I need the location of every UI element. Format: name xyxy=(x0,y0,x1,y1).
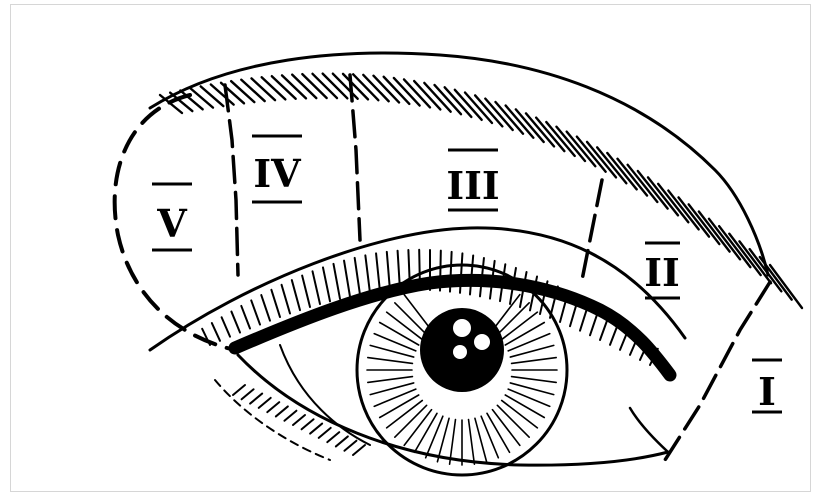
lower-eyelash xyxy=(302,419,314,429)
brow-hair xyxy=(282,75,306,98)
iris-fiber xyxy=(380,323,419,346)
lower-eyelash xyxy=(293,415,305,425)
eyelash xyxy=(212,323,220,341)
svg-text:I: I xyxy=(758,369,776,414)
eyelash xyxy=(282,285,290,314)
iris-fiber xyxy=(368,358,413,364)
tear-duct xyxy=(630,408,668,452)
brow-hair xyxy=(567,132,596,167)
brow-hair xyxy=(496,102,524,134)
brow-hair xyxy=(252,78,276,100)
eyelash xyxy=(419,250,420,290)
iris-fiber xyxy=(512,358,557,364)
lower-eyelash xyxy=(267,402,279,412)
brow-hair xyxy=(292,75,316,98)
eyelash xyxy=(231,312,240,333)
brow-hair xyxy=(231,81,254,102)
brow-hair xyxy=(536,118,564,151)
svg-text:V: V xyxy=(156,201,188,246)
brow-hair xyxy=(506,106,534,138)
lower-eyelash xyxy=(353,445,365,455)
brow-hair xyxy=(201,86,224,106)
brow-hair xyxy=(262,77,286,99)
eyelash xyxy=(302,276,310,307)
divider-ii-i xyxy=(665,282,770,460)
lower-eyelash xyxy=(319,428,331,438)
iris-fiber xyxy=(469,420,475,465)
iris-fiber xyxy=(450,420,456,465)
highlight-1 xyxy=(453,319,471,337)
brow-hair xyxy=(211,85,234,105)
brow-hair xyxy=(302,74,326,98)
eyelash xyxy=(222,317,230,336)
eyelash xyxy=(344,261,350,297)
lower-eyelash xyxy=(310,424,322,434)
brow-hair xyxy=(557,127,586,161)
zone-label-ii: II xyxy=(644,243,680,298)
lower-eyelash xyxy=(327,432,339,442)
zone-label-i: I xyxy=(752,360,782,414)
lower-eyelash xyxy=(336,436,348,446)
brow-hair xyxy=(709,219,740,259)
eyelash xyxy=(241,306,250,329)
eyelash xyxy=(292,280,300,310)
eyelash xyxy=(440,251,441,291)
iris-fiber xyxy=(505,323,544,346)
eyelash xyxy=(365,255,370,293)
lower-eyelash xyxy=(284,411,296,421)
eyelash xyxy=(251,300,260,324)
iris-fiber xyxy=(487,413,510,452)
eyelash xyxy=(271,290,280,317)
brow-hair xyxy=(546,122,574,156)
brow-hair xyxy=(516,109,544,142)
lower-eyelash xyxy=(344,441,356,451)
brow-hair xyxy=(485,99,512,130)
eyelash xyxy=(333,264,340,299)
brow-hair xyxy=(719,226,750,267)
divider-iii-ii xyxy=(582,180,602,280)
lower-eyelash xyxy=(233,385,245,395)
iris-fiber xyxy=(380,395,419,418)
eyelash xyxy=(261,295,270,321)
brow-hair xyxy=(241,80,264,101)
brow-hair xyxy=(475,95,502,126)
zone-label-iv: IV xyxy=(252,136,302,202)
brow-hair xyxy=(272,76,296,99)
zone-label-v: V xyxy=(152,184,192,250)
eyelash xyxy=(323,267,330,301)
lower-eyelash xyxy=(250,394,262,404)
lower-eyelashes xyxy=(233,385,365,455)
lower-eyelash xyxy=(276,406,288,416)
svg-text:IV: IV xyxy=(253,151,302,196)
highlight-2 xyxy=(474,334,490,350)
eyelash xyxy=(376,253,380,291)
eyelash xyxy=(387,252,390,291)
iris-fiber xyxy=(505,395,544,418)
highlight-3 xyxy=(453,345,467,359)
iris-fiber xyxy=(512,377,557,383)
eyelash xyxy=(355,258,360,295)
brow-hair xyxy=(180,90,202,109)
zone-label-iii: III xyxy=(446,150,499,210)
iris-fiber xyxy=(368,377,413,383)
svg-text:III: III xyxy=(446,163,499,208)
brow-hair xyxy=(770,265,802,308)
brow-hair xyxy=(191,88,214,107)
lower-eyelash xyxy=(242,389,254,399)
eyelash xyxy=(313,271,320,304)
iris-fiber xyxy=(415,413,438,452)
svg-text:II: II xyxy=(644,250,680,295)
divider-iv-iii xyxy=(350,75,360,240)
brow-hair xyxy=(699,212,730,252)
lower-eyelash xyxy=(259,398,271,408)
divider-v-iv xyxy=(225,85,238,275)
brow-hair xyxy=(526,113,554,146)
brow-hair xyxy=(465,93,492,124)
